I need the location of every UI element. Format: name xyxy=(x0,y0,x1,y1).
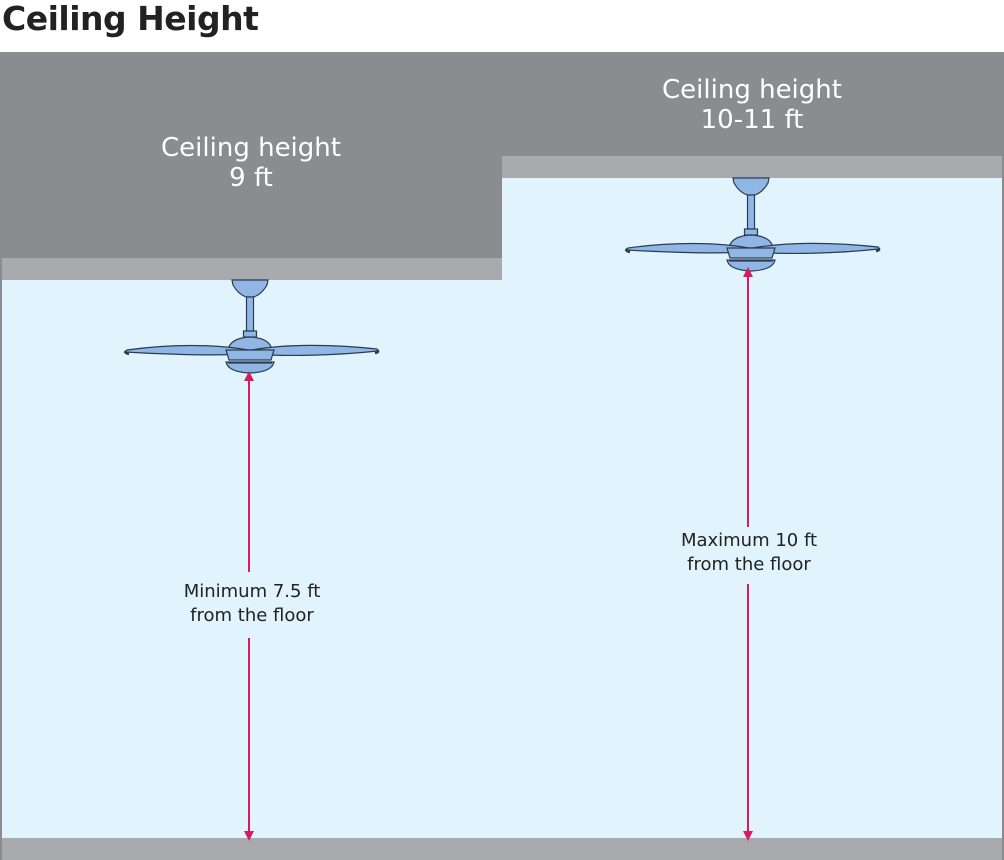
ceiling-label-10-11ft-line2: 10-11 ft xyxy=(701,105,804,135)
min-height-label-line2: from the floor xyxy=(190,605,314,626)
ceiling-10-11ft-trim xyxy=(502,156,1004,178)
ceiling-label-9ft-line2: 9 ft xyxy=(229,163,273,193)
floor xyxy=(0,838,1004,860)
ceiling-label-9ft-line1: Ceiling height xyxy=(161,133,341,163)
max-height-label-line2: from the floor xyxy=(687,554,811,575)
ceiling-label-10-11ft-line1: Ceiling height xyxy=(662,75,842,105)
page-title: Ceiling Height xyxy=(2,0,259,38)
ceiling-height-diagram: Ceiling height 9 ft Ceiling height 10-11… xyxy=(0,52,1004,860)
ceiling-9ft-trim xyxy=(0,258,502,280)
max-height-label-line1: Maximum 10 ft xyxy=(681,530,817,551)
ceiling-9ft xyxy=(0,52,502,258)
ceiling-10-11ft xyxy=(502,52,1004,156)
min-height-label-line1: Minimum 7.5 ft xyxy=(184,581,321,602)
